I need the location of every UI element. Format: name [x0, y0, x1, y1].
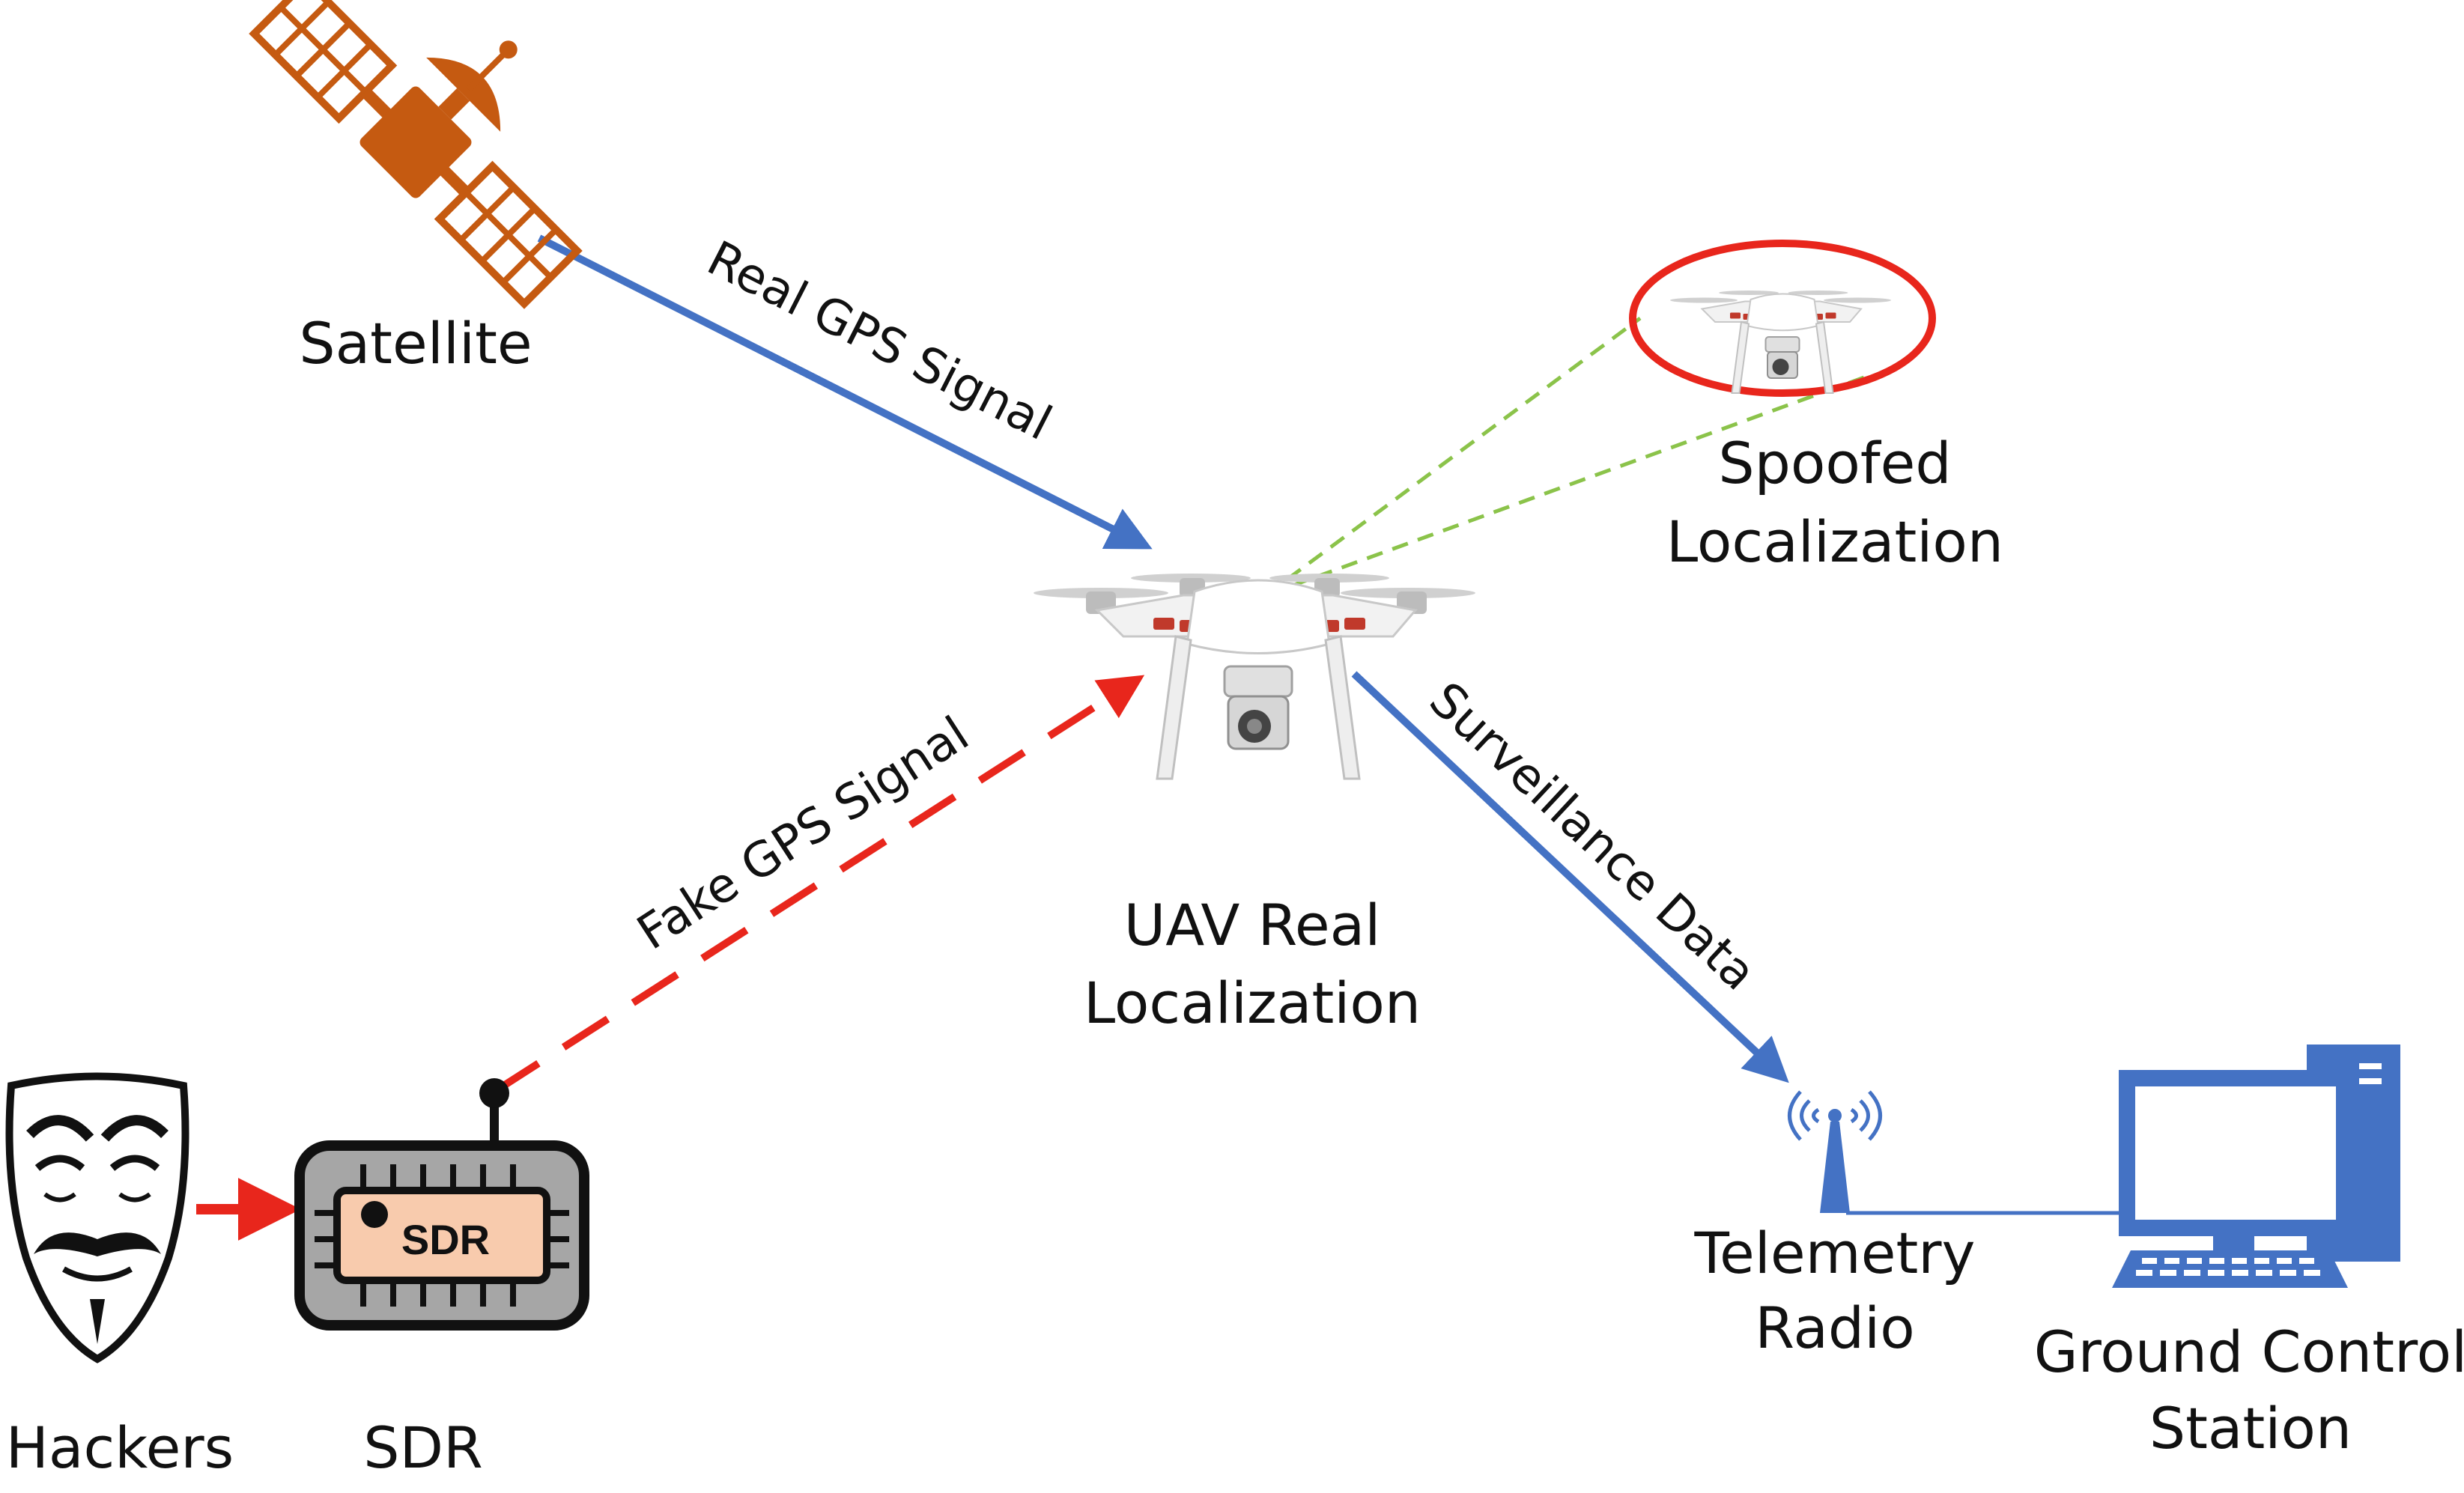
sdr-chip-text: SDR — [401, 1216, 490, 1263]
spoof-line-top — [1264, 316, 1642, 597]
satellite-panel-lower — [434, 160, 583, 309]
hackers-label: Hackers — [6, 1414, 234, 1481]
surveillance-data-arrow — [1351, 671, 1789, 1083]
gcs-label-line2: Station — [2149, 1395, 2352, 1462]
spoofed-label-line1: Spoofed — [1718, 430, 1951, 496]
uav-drone-icon — [1034, 574, 1475, 780]
computer-keyboard — [2112, 1250, 2348, 1288]
telemetry-label-line1: Telemetry — [1694, 1220, 1976, 1286]
ground-control-computer-icon — [2112, 1045, 2400, 1288]
telemetry-radio-icon — [1788, 1090, 1882, 1213]
satellite-dish — [426, 40, 518, 132]
fake-gps-signal-arrow — [492, 675, 1145, 1095]
surveillance-data-label: Surveillance Data — [1418, 672, 1766, 1002]
real-gps-signal-arrow — [537, 234, 1153, 550]
spoofed-highlight-ellipse — [1629, 240, 1936, 397]
spoofed-drone-icon — [1670, 291, 1891, 394]
telemetry-label-line2: Radio — [1755, 1295, 1915, 1361]
real-gps-signal-label: Real GPS Signal — [699, 231, 1060, 451]
spoofed-label-line2: Localization — [1666, 508, 2003, 575]
sdr-device-icon: SDR — [294, 1078, 589, 1331]
uav-label-line2: Localization — [1084, 970, 1421, 1036]
satellite-label: Satellite — [299, 310, 532, 377]
satellite-panel-upper — [249, 0, 398, 124]
fake-gps-signal-label: Fake GPS Signal — [628, 706, 978, 961]
uav-label-line1: UAV Real — [1124, 892, 1381, 958]
gcs-label-line1: Ground Control — [2034, 1319, 2464, 1385]
satellite-icon — [249, 0, 583, 309]
hacker-mask-icon — [5, 1072, 189, 1363]
sdr-label: SDR — [363, 1414, 483, 1481]
computer-monitor — [2119, 1070, 2352, 1236]
